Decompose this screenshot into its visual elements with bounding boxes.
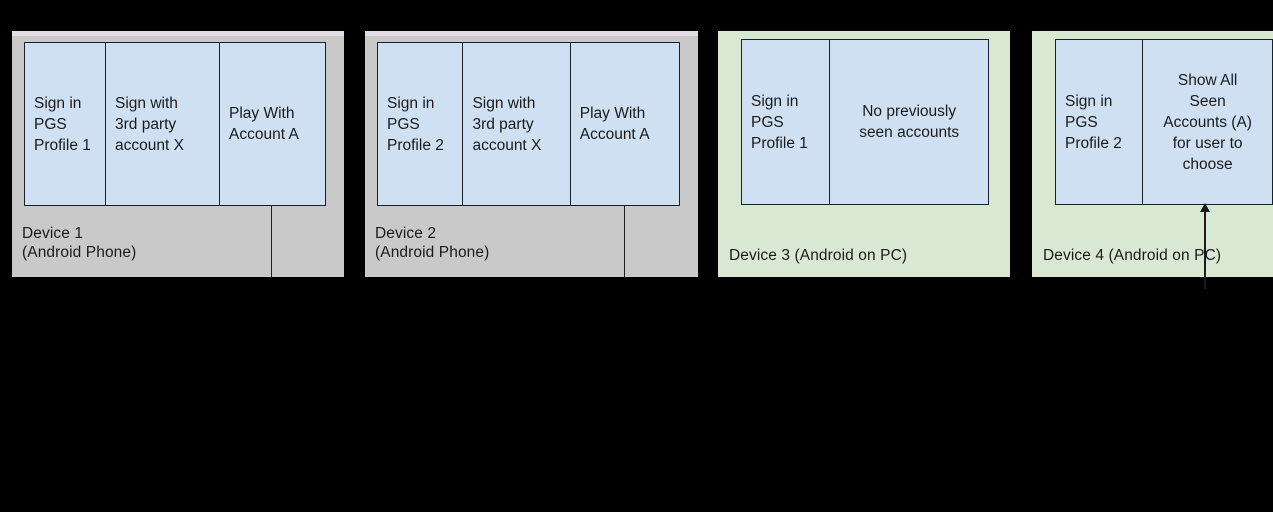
device-2-cell-3[interactable]: Play With Account A xyxy=(570,43,679,205)
device-3-cell-1[interactable]: Sign in PGS Profile 1 xyxy=(742,40,831,204)
device-4-cell-2[interactable]: Show All Seen Accounts (A) for user to c… xyxy=(1143,40,1272,204)
device-2-screen[interactable]: Sign in PGS Profile 2 Sign with 3rd part… xyxy=(377,42,680,206)
arrow-shaft-to-show-all-accounts xyxy=(1204,211,1206,289)
device-3-screen[interactable]: Sign in PGS Profile 1 No previously seen… xyxy=(741,39,989,205)
device-3-cell-1-text: Sign in PGS Profile 1 xyxy=(751,92,808,152)
device-4-cell-1-text: Sign in PGS Profile 2 xyxy=(1065,92,1122,152)
device-2-cell-2[interactable]: Sign with 3rd party account X xyxy=(463,43,571,205)
device-1-cell-3-text: Play With Account A xyxy=(229,105,299,143)
arrow-head-to-show-all-accounts xyxy=(1200,203,1210,212)
device-2-cell-2-text: Sign with 3rd party account X xyxy=(472,94,542,154)
device-4-label: Device 4 (Android on PC) xyxy=(1043,247,1222,264)
device-3-label: Device 3 (Android on PC) xyxy=(729,247,908,264)
device-1-cell-3[interactable]: Play With Account A xyxy=(220,43,325,205)
device-3-cell-2[interactable]: No previously seen accounts xyxy=(830,40,988,204)
device-1-cell-2[interactable]: Sign with 3rd party account X xyxy=(106,43,220,205)
device-1-chassis-divider xyxy=(271,202,272,277)
device-1-cell-2-text: Sign with 3rd party account X xyxy=(115,94,184,154)
device-2-chassis-divider xyxy=(624,202,625,277)
device-4-screen[interactable]: Sign in PGS Profile 2 Show All Seen Acco… xyxy=(1055,39,1273,205)
device-1-cell-1[interactable]: Sign in PGS Profile 1 xyxy=(25,43,106,205)
device-4-cell-2-text: Show All Seen Accounts (A) for user to c… xyxy=(1163,71,1252,173)
device-3-cell-2-text: No previously seen accounts xyxy=(859,103,960,141)
device-1-screen[interactable]: Sign in PGS Profile 1 Sign with 3rd part… xyxy=(24,42,326,206)
device-1-top-strip xyxy=(12,31,344,36)
device-2-cell-1[interactable]: Sign in PGS Profile 2 xyxy=(378,43,464,205)
device-1-label: Device 1 (Android Phone) xyxy=(22,225,137,261)
device-2-cell-1-text: Sign in PGS Profile 2 xyxy=(387,94,444,154)
device-2-top-strip xyxy=(365,31,698,36)
device-2-cell-3-text: Play With Account A xyxy=(579,105,650,143)
device-2-label: Device 2 (Android Phone) xyxy=(375,225,490,261)
device-4-cell-1[interactable]: Sign in PGS Profile 2 xyxy=(1056,40,1144,204)
device-1-cell-1-text: Sign in PGS Profile 1 xyxy=(34,94,91,154)
